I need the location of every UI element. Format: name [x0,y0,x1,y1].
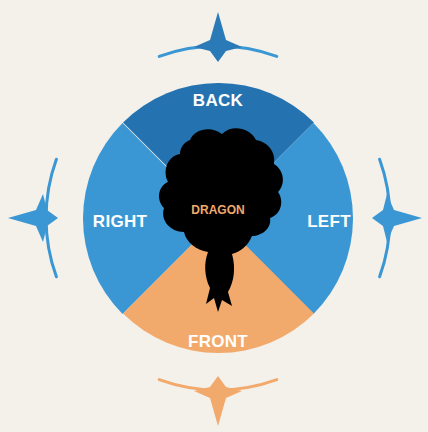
front-sector: FRONT [123,218,314,353]
direction-label: RIGHT [93,212,147,232]
direction-label: LEFT [307,212,351,232]
direction-label: BACK [193,91,243,111]
direction-label: FRONT [188,332,248,352]
right-sector: RIGHT [83,123,218,314]
center-label: DRAGON [191,203,244,217]
back-sector: BACK [123,83,314,218]
left-sector: LEFT [218,123,353,314]
